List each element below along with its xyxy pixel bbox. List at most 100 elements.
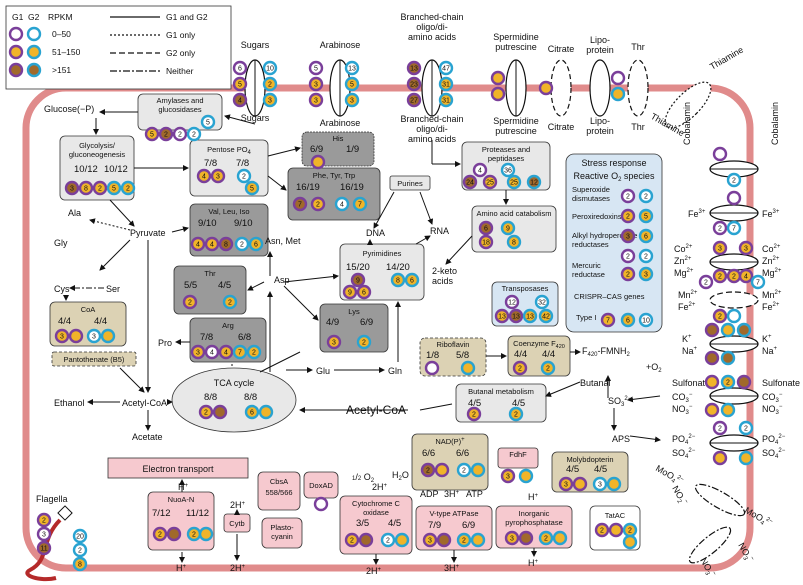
label-lys: Lys [348,307,360,316]
expression-dot-label: 2 [242,174,246,181]
expression-dot-label: 4 [210,350,214,357]
spermidine-dot [490,70,506,86]
expression-dot-circle [198,404,214,420]
expression-dot-label: 13 [498,314,506,321]
expression-dot-circle [490,70,506,86]
kna-dot [736,322,752,338]
sugars-dot: 4 [232,92,248,108]
expression-dot-label: 3 [428,538,432,545]
legend-dot-g2 [26,44,42,60]
expression-dot-label: 2 [472,412,476,419]
sugars-dot: 10 [262,60,278,76]
label-pentose: Pentose PO4 [207,145,251,156]
transporter-mn2 [709,291,759,309]
expression-dot-circle [552,530,568,546]
coenzyme-dot: 2 [540,360,556,376]
expression-dot-circle [720,350,736,366]
expression-dot-circle [248,236,264,252]
expression-dot-circle [380,532,396,548]
co2-dot: 4 [738,268,754,284]
stress-dot: 2 [638,188,654,204]
expression-dot-circle [106,180,122,196]
proteases-dot: 25 [482,174,498,190]
expression-dot-label: 7 [732,226,736,233]
label-flagella: Flagella [36,494,68,504]
expression-dot-circle [166,526,182,542]
lipoprotein-dot [610,86,626,102]
expression-dot-label: 2 [268,82,272,89]
expression-dot-circle [258,404,274,420]
expression-dot-label: 2 [164,132,168,139]
po4-dot [738,450,754,466]
phe-dot: 7 [292,196,308,212]
expression-dot-circle [198,526,214,542]
expression-dot-label: 8 [396,278,400,285]
expression-dot-label: 3 [92,334,96,341]
expression-dot-circle [506,174,522,190]
expression-dot-label: 42 [542,314,550,321]
expression-dot-circle [638,248,654,264]
expression-dot-circle [622,534,638,550]
expression-dot-label: 3 [626,234,630,241]
expression-dot-label: 2 [732,178,736,185]
expression-dot-label: 2 [718,426,722,433]
expression-dot-circle [100,328,116,344]
expression-dot-circle [308,76,324,92]
flagella-dots-dot: 2 [72,542,88,558]
expression-dot-circle [736,374,752,390]
expression-dot-label: 6 [362,290,366,297]
legend-dot-g2 [26,26,42,42]
expression-dot-circle [356,334,372,350]
label-ethanol: Ethanol [54,398,85,408]
arabinose-dot: 5 [344,76,360,92]
expression-dot-circle [232,92,248,108]
expression-dot-circle [540,360,556,376]
expression-dot-circle [422,532,438,548]
amylases-dot: 5 [200,114,216,130]
expression-dot-circle [356,284,372,300]
expression-dot-circle [394,532,410,548]
expression-dot-circle [72,542,88,558]
label-cys: Cys [54,284,70,294]
legend-dot-g1 [8,62,24,78]
expression-dot-label: 2 [316,202,320,209]
label-vtype: V-type ATPase [429,509,478,518]
box-stress-response [565,153,663,333]
cobalamin-dot: 2 [726,172,742,188]
expression-dot-circle [494,308,510,324]
expression-dot-label: 2 [718,274,722,281]
expression-dot-circle [234,236,250,252]
label-pyro-h: H+ [528,492,539,502]
expression-dot-circle [638,208,654,224]
expression-dot-circle [406,92,422,108]
expression-dot-circle [78,180,94,196]
coa-dot: 3 [86,328,102,344]
expression-dot-circle [352,196,368,212]
aa-dot: 9 [500,220,516,236]
expression-dot-label: 10 [642,318,650,325]
label-fdhf: FdhF [509,450,527,459]
expression-dot-circle [704,402,720,418]
glycolysis-dot: 2 [120,180,136,196]
vtype-dot: 2 [456,532,472,548]
expression-dot-label: 4 [202,174,206,181]
label-molybdopterin: Molybdopterin [566,455,613,464]
tatac-dot: 2 [622,522,638,538]
transposases-dot: 12 [504,294,520,310]
expression-dot-circle [478,220,494,236]
label-kna-in: K+ Na+ [682,330,698,356]
aa-dot: 6 [478,220,494,236]
label-sulfonate-in: Sulfonate CO3− NO3− [672,378,713,416]
label-fe3-in: Fe3+ [688,209,706,219]
expression-dot-label: 8 [84,186,88,193]
fdhf-dot: 3 [500,468,516,484]
box-fdhf [497,447,539,469]
expression-dot-circle [190,344,206,360]
expression-dot-circle [538,530,554,546]
label-molybdopterin-g1: 4/5 [566,464,579,475]
expression-dot-circle [218,236,234,252]
label-po4-out: PO42− SO42− [762,430,788,460]
